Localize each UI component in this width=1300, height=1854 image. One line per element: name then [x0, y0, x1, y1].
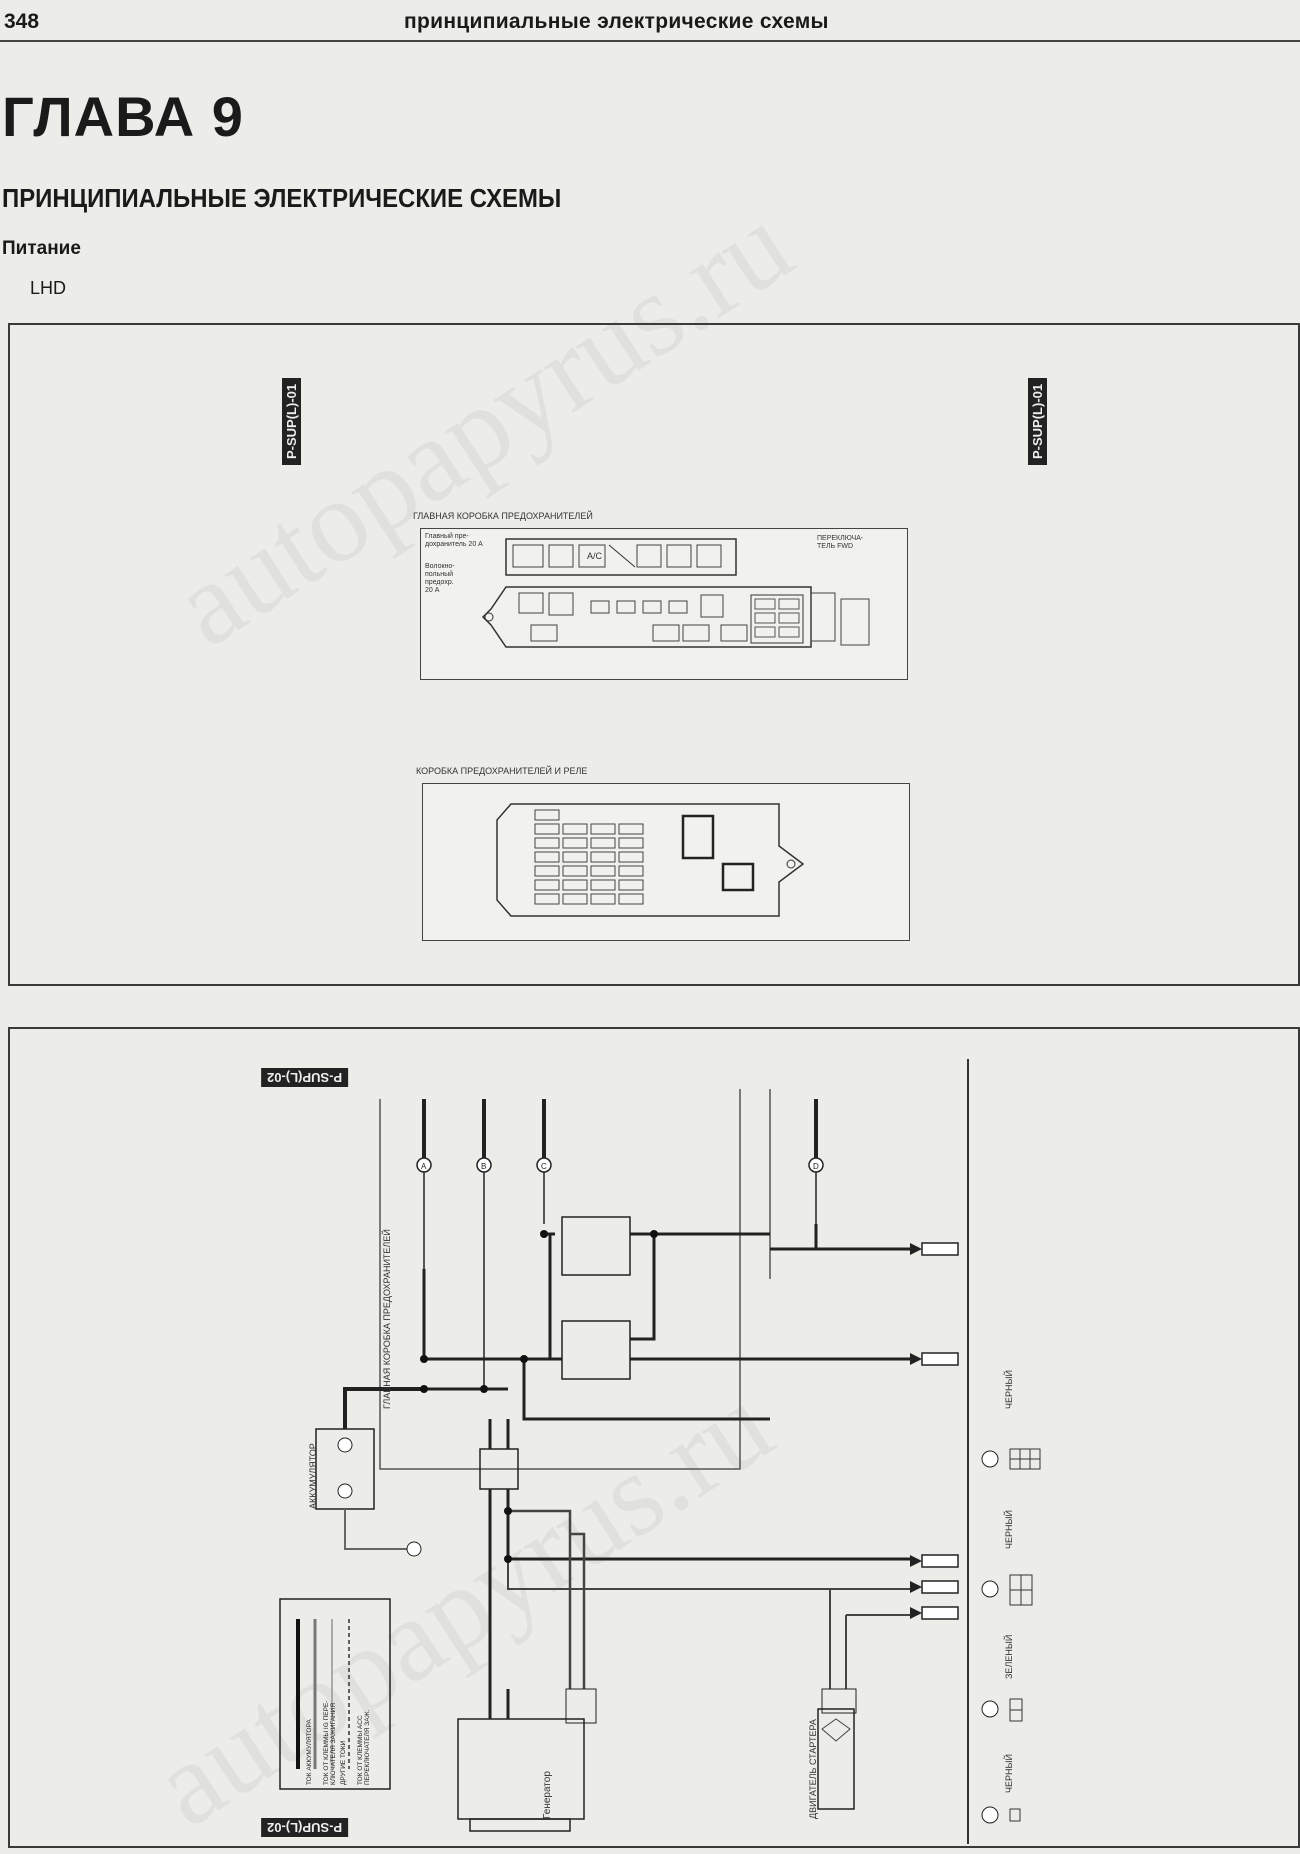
starter-label: ДВИГАТЕЛЬ СТАРТЕРА: [808, 1719, 818, 1819]
main-fuse-box-svg: A/C: [481, 538, 870, 648]
switch-label: ПЕРЕКЛЮЧА- ТЕЛЬ FWD: [817, 535, 864, 550]
wiring-diagram-svg: A B C D: [279, 1059, 1041, 1844]
legend-item: ДРУГИЕ ТОКИ: [340, 1740, 347, 1785]
connector-color: ЧЕРНЫЙ: [1004, 1510, 1014, 1549]
connector-color: ЗЕЛЕНЫЙ: [1004, 1634, 1014, 1679]
terminal-c: C: [541, 1162, 547, 1171]
main-fuse-label: Главный пре- дохранитель 20 А: [425, 533, 483, 548]
battery-label: АККУМУЛЯТОР: [308, 1443, 318, 1509]
main-fuse-box-caption: ГЛАВНАЯ КОРОБКА ПРЕДОХРАНИТЕЛЕЙ: [413, 511, 593, 521]
panel-tag: P-SUP(L)-01: [282, 377, 301, 465]
diagram-panel-1: P-SUP(L)-01 P-SUP(L)-01 ГЛАВНАЯ КОРОБКА …: [8, 323, 1300, 986]
ac-label: A/C: [587, 551, 603, 561]
legend-item: ТОК ОТ КЛЕММЫ IG ПЕРЕ- КЛЮЧАТЕЛЯ ЗАЖИГАН…: [323, 1700, 337, 1785]
variant-label: LHD: [30, 278, 67, 298]
panel-tag: P-SUP(L)-01: [1028, 377, 1047, 465]
running-title: принципиальные электрические схемы: [404, 10, 829, 33]
terminal-d: D: [813, 1162, 819, 1171]
connector-color: ЧЕРНЫЙ: [1004, 1754, 1014, 1793]
relay-box-svg: [496, 803, 805, 917]
section-title: ПРИНЦИПИАЛЬНЫЕ ЭЛЕКТРИЧЕСКИЕ СХЕМЫ: [2, 183, 562, 213]
relay-box-drawing: [422, 783, 910, 941]
relay-box-caption: КОРОБКА ПРЕДОХРАНИТЕЛЕЙ И РЕЛЕ: [416, 766, 588, 776]
generator-label: Генератор: [542, 1771, 553, 1819]
terminal-b: B: [481, 1162, 486, 1171]
page-number: 348: [4, 10, 40, 33]
legend-item: ТОК ОТ КЛЕММЫ ACC ПЕРЕКЛЮЧАТЕЛЯ ЗАЖ.: [357, 1709, 371, 1785]
header-rule: [0, 40, 1300, 42]
chapter-title: ГЛАВА 9: [2, 85, 244, 148]
terminal-a: A: [421, 1162, 427, 1171]
main-fuse-box-drawing: A/C Главный пре- дохранитель 20 А Волокн…: [420, 528, 908, 680]
connector-color: ЧЕРНЫЙ: [1004, 1370, 1014, 1409]
fuse-box-label: ГЛАВНАЯ КОРОБКА ПРЕДОХРАНИТЕЛЕЙ: [382, 1229, 392, 1409]
fusible-link-label: Волокно- польный предохр. 20 А: [425, 563, 455, 594]
legend-item: ТОК АККУМУЛЯТОРА: [306, 1719, 313, 1785]
subsection-title: Питание: [2, 238, 81, 259]
diagram-panel-2: P-SUP(L)-02 P-SUP(L)-02 A B C D: [8, 1027, 1300, 1848]
